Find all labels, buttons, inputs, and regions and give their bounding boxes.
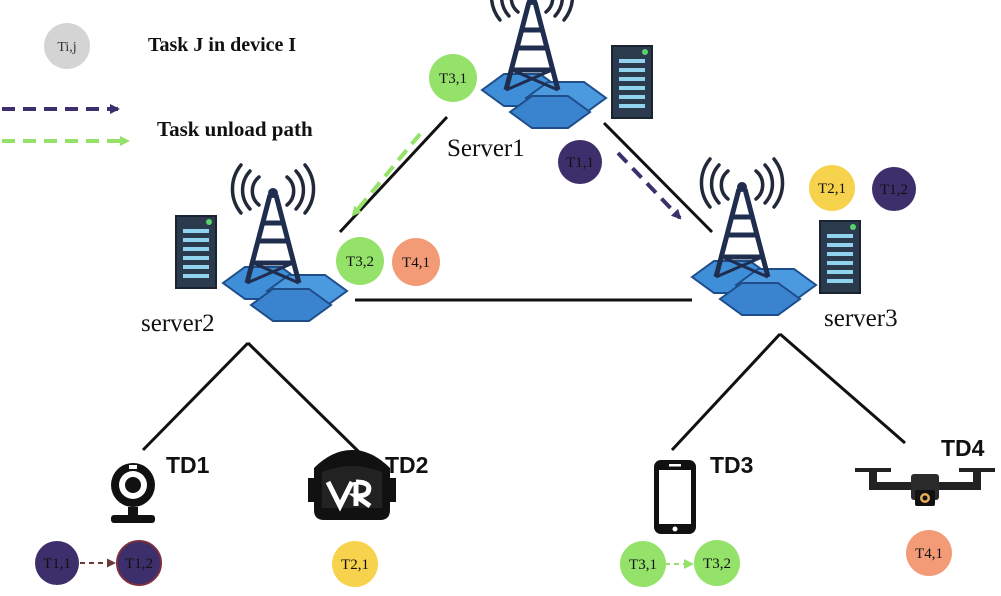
task-td2-t21: T2,1 bbox=[341, 557, 369, 573]
link-server3-td4 bbox=[779, 332, 906, 445]
server2-label: server2 bbox=[141, 310, 215, 337]
task-circle-server2-t41 bbox=[392, 238, 440, 286]
server1-tower-icon bbox=[481, 0, 607, 129]
link-server1-server3 bbox=[602, 121, 714, 234]
vr-headset-icon bbox=[308, 450, 396, 520]
task-circle-server3-t12 bbox=[872, 167, 916, 211]
task-td1-t11: T1,1 bbox=[43, 556, 71, 572]
task-td1-t12: T1,2 bbox=[125, 556, 153, 572]
link-server2-td2 bbox=[246, 341, 362, 455]
task-circle-td3-t32 bbox=[694, 540, 740, 586]
task-server3-t21: T2,1 bbox=[818, 181, 846, 197]
task-circle-server3-t21 bbox=[809, 165, 855, 211]
task-circle-td3-t31 bbox=[620, 541, 666, 587]
server1-rack-icon bbox=[611, 45, 653, 119]
link-server1-server2 bbox=[338, 115, 449, 234]
td3-label: TD3 bbox=[710, 452, 754, 478]
td2-label: TD2 bbox=[385, 452, 429, 478]
task-circle-td2-t21 bbox=[332, 541, 378, 587]
task-td3-t31: T3,1 bbox=[629, 557, 657, 573]
task-server1-t31: T3,1 bbox=[439, 71, 467, 87]
server2-tower-icon bbox=[222, 165, 348, 322]
link-server3-td3 bbox=[670, 332, 782, 452]
legend-path-label: Task unload path bbox=[157, 117, 313, 141]
link-server2-td1 bbox=[141, 341, 250, 452]
unload-path-server1-server3 bbox=[616, 151, 682, 220]
task-server1-t11: T1,1 bbox=[566, 155, 594, 171]
task-circle-td4-t41 bbox=[906, 530, 952, 576]
task-server3-t12: T1,2 bbox=[880, 182, 908, 198]
legend-task-label: Task J in device I bbox=[148, 34, 297, 56]
task-circle-td1-t12 bbox=[116, 540, 162, 586]
server1-label: Server1 bbox=[447, 135, 525, 162]
task-td4-t41: T4,1 bbox=[915, 546, 943, 562]
server2-rack-icon bbox=[175, 215, 217, 289]
drone-icon bbox=[855, 468, 995, 506]
td4-label: TD4 bbox=[941, 435, 985, 461]
unload-path-server1-server2 bbox=[351, 132, 422, 217]
task-server2-t32: T3,2 bbox=[346, 254, 374, 270]
server3-tower-icon bbox=[691, 159, 817, 316]
server3-rack-icon bbox=[819, 220, 861, 294]
task-circle-server1-t31 bbox=[429, 54, 477, 102]
task-server2-t41: T4,1 bbox=[402, 255, 430, 271]
task-circle-server1-t11 bbox=[558, 140, 602, 184]
task-td3-t32: T3,2 bbox=[703, 556, 731, 572]
webcam-icon bbox=[111, 463, 155, 523]
smartphone-icon bbox=[654, 460, 696, 534]
legend-task-symbol bbox=[44, 23, 90, 69]
server3-label: server3 bbox=[824, 305, 898, 332]
td1-label: TD1 bbox=[166, 452, 210, 478]
task-circle-server2-t32 bbox=[336, 237, 384, 285]
task-circle-td1-t11 bbox=[35, 541, 79, 585]
legend-task-symbol-text: Ti,j bbox=[57, 40, 76, 55]
